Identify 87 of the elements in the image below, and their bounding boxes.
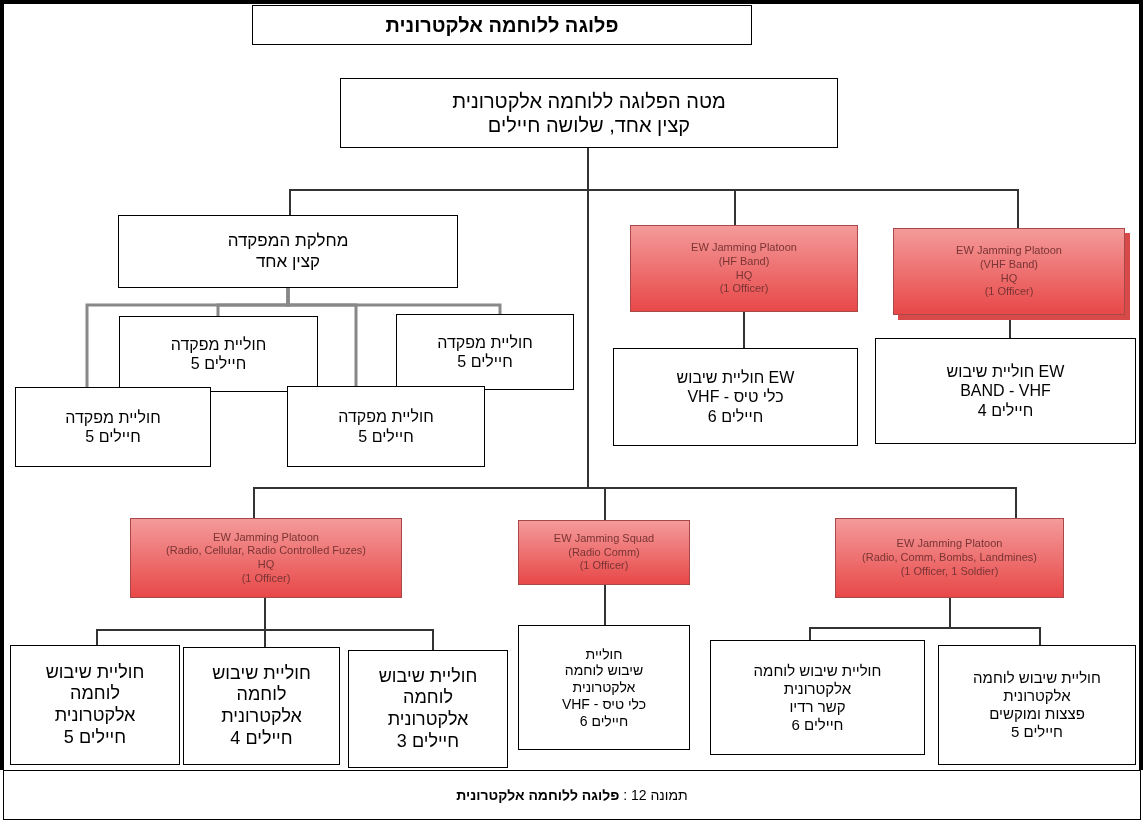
- connector-line: [743, 311, 745, 349]
- node-text: (Radio Comm): [568, 545, 640, 560]
- node-text: קצין אחד: [255, 251, 321, 272]
- node-text: חוליית שיבוש EW: [676, 368, 795, 388]
- node-text: (1 Officer): [719, 282, 769, 296]
- node-text: פצצות ומוקשים: [989, 705, 1085, 723]
- org-box: [10, 645, 180, 765]
- node-text: אלקטרונית: [1003, 687, 1071, 705]
- node-text: חוליית שיבוש לוחמה: [753, 661, 882, 680]
- node-text: 5 חיילים: [63, 726, 127, 749]
- connector-line: [949, 597, 1041, 646]
- org-box: [118, 215, 458, 288]
- node-text: חוליית מפקדה: [338, 407, 434, 427]
- node-text: אלקטרונית: [783, 679, 852, 698]
- node-text: EW Jamming Platoon: [956, 244, 1062, 258]
- node-text: 5 חיילים: [457, 352, 513, 372]
- node-text: חוליית שיבוש לוחמה: [973, 669, 1101, 687]
- connector-line: [604, 584, 606, 626]
- org-box: [396, 314, 574, 390]
- node-text: 5 חיילים: [358, 426, 414, 446]
- node-text: חוליית שיבוש EW: [946, 362, 1065, 382]
- org-box: [183, 647, 340, 765]
- node-text: חוליית שיבוש: [378, 665, 478, 688]
- connector-line: [286, 288, 502, 314]
- node-text: EW Jamming Platoon: [213, 530, 319, 545]
- node-text: (1 Officer): [241, 571, 291, 586]
- org-box: [119, 316, 318, 392]
- node-text: BAND - VHF: [960, 381, 1051, 401]
- node-text: 5 חיילים: [190, 354, 247, 374]
- node-text: EW Jamming Platoon: [691, 241, 797, 255]
- node-text: 4 חיילים: [977, 400, 1034, 420]
- node-text: לוחמה: [236, 684, 287, 706]
- node-text: HQ: [1000, 271, 1018, 286]
- node-text: HQ: [735, 268, 753, 283]
- node-text: (VHF Band): [979, 257, 1039, 272]
- node-text: (1 Officer): [579, 559, 629, 574]
- org-box: [938, 645, 1136, 765]
- node-text: EW Jamming Squad: [553, 531, 655, 546]
- node-text: VHF - כלי טיס: [687, 387, 784, 407]
- org-box: [613, 348, 858, 446]
- node-text: אלקטרונית: [221, 706, 302, 728]
- node-text: אלקטרונית: [572, 679, 636, 696]
- unit-box: [130, 518, 402, 598]
- node-text: אלקטרונית: [54, 705, 136, 727]
- org-box: [252, 5, 752, 45]
- node-text: חוליית שיבוש: [212, 662, 311, 685]
- node-text: (Radio, Comm, Bombs, Landmines): [862, 551, 1037, 565]
- org-box: [340, 78, 838, 148]
- node-text: לוחמה: [403, 687, 453, 709]
- node-text: אלקטרונית: [387, 709, 469, 731]
- node-text: 6 חיילים: [791, 715, 844, 734]
- org-box: [518, 625, 690, 750]
- node-text: 6 חיילים: [707, 406, 764, 426]
- node-text: VHF - כלי טיס: [561, 695, 647, 713]
- node-text: 5 חיילים: [85, 427, 141, 447]
- node-text: חוליית: [585, 645, 623, 663]
- org-box: [875, 338, 1136, 444]
- node-text: קשר רדיו: [789, 697, 846, 716]
- node-text: 4 חיילים: [230, 727, 293, 750]
- org-box: [348, 650, 508, 768]
- unit-box: [518, 520, 690, 585]
- node-text: מחלקת המפקדה: [227, 231, 349, 252]
- node-text: (1 Officer, 1 Soldier): [900, 564, 999, 579]
- node-text: פלוגה ללוחמה אלקטרונית: [385, 13, 619, 37]
- node-text: 5 חיילים: [1011, 723, 1063, 741]
- unit-box: [835, 518, 1064, 598]
- node-text: שיבוש לוחמה: [564, 662, 644, 680]
- node-text: חוליית מפקדה: [170, 334, 267, 354]
- node-text: חוליית מפקדה: [437, 332, 533, 352]
- node-text: קצין אחד, שלושה חיילים: [487, 113, 691, 137]
- org-box: [15, 387, 211, 467]
- node-text: (1 Officer): [984, 285, 1034, 299]
- caption-text: תמונה 12 : פלוגה ללוחמה אלקטרונית: [456, 787, 688, 803]
- org-box: [710, 640, 925, 755]
- node-text: (HF Band): [718, 254, 770, 269]
- node-text: לוחמה: [70, 683, 120, 705]
- org-box: [287, 386, 485, 467]
- node-text: מטה הפלוגה ללוחמה אלקטרונית: [452, 89, 726, 113]
- node-text: 3 חיילים: [396, 730, 460, 753]
- node-text: EW Jamming Platoon: [896, 537, 1003, 552]
- node-text: 6 חיילים: [579, 712, 629, 730]
- node-text: חוליית שיבוש: [45, 661, 145, 684]
- connector-line: [264, 597, 434, 651]
- node-text: HQ: [257, 558, 275, 572]
- unit-box: [630, 225, 858, 312]
- node-text: חוליית מפקדה: [65, 407, 161, 427]
- node-text: (Radio, Cellular, Radio Controlled Fuzes): [166, 544, 366, 558]
